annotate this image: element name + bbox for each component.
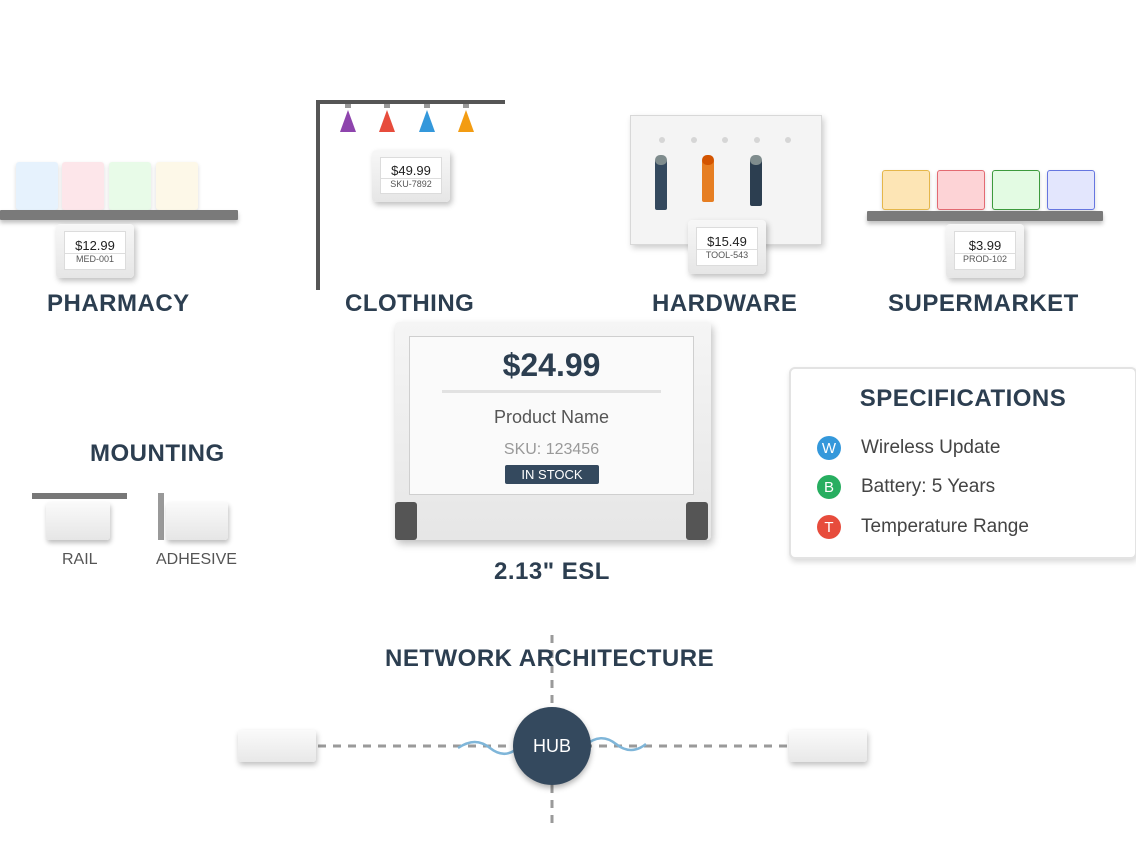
esl-stock-badge: IN STOCK [505,465,599,484]
network-title: NETWORK ARCHITECTURE [385,645,715,672]
peg-hole [785,137,791,143]
tag-sku: TOOL-543 [697,248,757,260]
hardware-price-tag[interactable]: $15.49 TOOL-543 [688,220,766,274]
spec-label: Battery: 5 Years [861,476,996,497]
battery-icon: B [817,475,841,499]
tag-price: $49.99 [391,162,431,178]
supermarket-shelf [867,211,1103,221]
clothing-title: CLOTHING [345,290,475,317]
hanger-icon [379,110,395,132]
pharmacy-shelf [0,210,238,220]
clothing-rack-pole [316,100,320,290]
hanger-icon [340,110,356,132]
esl-price: $24.99 [502,347,601,383]
temperature-icon: T [817,515,841,539]
clothing-rack-top [316,100,505,104]
pharmacy-product-box [156,162,198,210]
spec-item-battery: B Battery: 5 Years [817,475,995,499]
tag-sku: PROD-102 [955,252,1015,264]
hanger-icon [458,110,474,132]
spec-label: Wireless Update [861,437,1001,458]
mounting-title: MOUNTING [90,440,225,467]
supermarket-product-box [1047,170,1095,210]
right-wireless-wave [583,737,647,752]
adhesive-label: ADHESIVE [156,551,237,568]
peg-hole [754,137,760,143]
esl-right-clip [686,502,708,540]
peg-hole [659,137,665,143]
peg-hole [691,137,697,143]
pharmacy-price-tag[interactable]: $12.99 MED-001 [56,224,134,278]
supermarket-price-tag[interactable]: $3.99 PROD-102 [946,224,1024,278]
specifications-panel: SPECIFICATIONS W Wireless Update B Batte… [789,367,1136,559]
spec-label: Temperature Range [861,516,1029,537]
tool-peg [702,156,714,202]
peg-cap [702,155,714,165]
right-esl-node[interactable] [789,730,867,762]
left-wireless-wave [457,740,521,755]
peg-cap [750,155,762,165]
left-esl-node[interactable] [238,730,316,762]
esl-divider [442,390,661,393]
hub-node[interactable]: HUB [513,707,591,785]
adhesive-strip [158,493,164,540]
hub-label: HUB [532,735,571,756]
hanger-hook-base [345,104,351,108]
supermarket-product-box [937,170,985,210]
hanger-hook-base [424,104,430,108]
tag-sku: MED-001 [65,252,125,264]
tag-sku: SKU-7892 [381,177,441,189]
wireless-icon: W [817,436,841,460]
pharmacy-product-box [62,162,104,210]
supermarket-product-box [882,170,930,210]
hardware-title: HARDWARE [652,290,798,317]
esl-screen: $24.99 Product Name SKU: 123456 IN STOCK [409,336,694,495]
tool-peg [750,156,762,206]
spec-item-temperature: T Temperature Range [817,515,1029,539]
esl-sku: SKU: 123456 [503,441,600,458]
specifications-title: SPECIFICATIONS [859,385,1067,412]
esl-left-clip [395,502,417,540]
adhesive-mount-tag[interactable] [166,502,228,540]
esl-device[interactable]: $24.99 Product Name SKU: 123456 IN STOCK [395,322,711,540]
supermarket-title: SUPERMARKET [888,290,1079,317]
spec-item-wireless: W Wireless Update [817,436,1000,460]
rail-label: RAIL [62,551,98,568]
rail-mount-tag[interactable] [46,502,110,540]
clothing-price-tag[interactable]: $49.99 SKU-7892 [372,150,450,202]
hanger-icon [419,110,435,132]
tool-peg [655,156,667,210]
esl-caption: 2.13" ESL [494,558,610,585]
pharmacy-title: PHARMACY [47,290,190,317]
esl-product-name: Product Name [493,407,610,427]
hanger-hook-base [463,104,469,108]
pharmacy-product-box [109,162,151,210]
peg-cap [655,155,667,165]
tag-price: $12.99 [75,237,115,253]
pharmacy-product-box [16,162,58,210]
hanger-hook-base [384,104,390,108]
tag-price: $15.49 [707,233,747,249]
supermarket-product-box [992,170,1040,210]
rail-bar [32,493,127,499]
peg-hole [722,137,728,143]
tag-price: $3.99 [968,237,1002,253]
